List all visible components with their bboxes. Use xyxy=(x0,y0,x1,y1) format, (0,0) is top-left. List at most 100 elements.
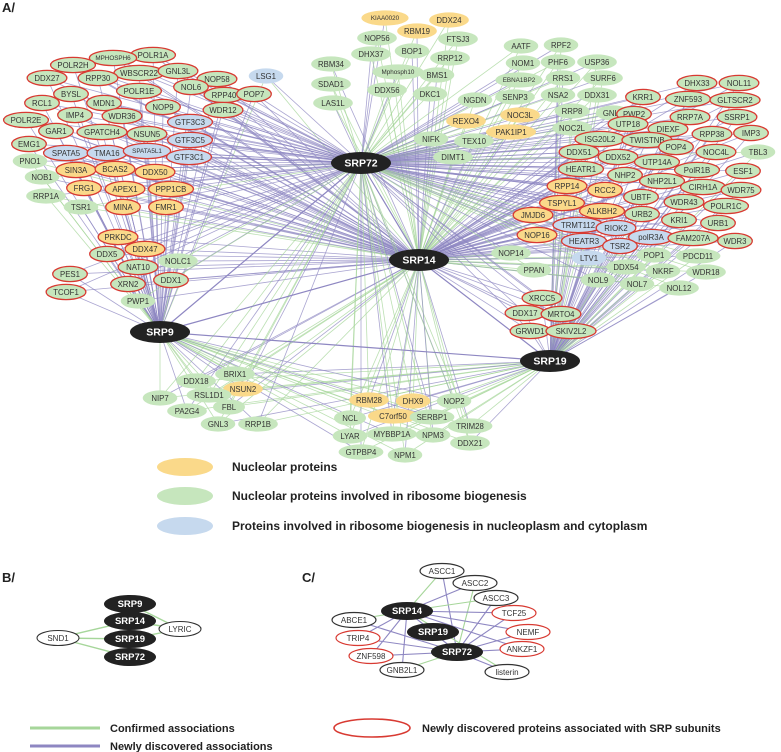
protein-node-prkdc[interactable]: PRKDC xyxy=(97,228,139,246)
protein-node-dhx33[interactable]: DHX33 xyxy=(676,74,718,92)
protein-node-polr1b[interactable]: PolR1B xyxy=(673,161,721,179)
protein-node-noc4l[interactable]: NOC4L xyxy=(695,143,737,161)
protein-node-znf593[interactable]: ZNF593 xyxy=(664,90,712,108)
protein-node-rpp38[interactable]: RPP38 xyxy=(691,125,733,143)
hub-node-srp14[interactable]: SRP14 xyxy=(104,612,156,630)
protein-node-rcc2[interactable]: RCC2 xyxy=(587,181,623,199)
protein-node-rbm28[interactable]: RBM28 xyxy=(349,392,389,408)
protein-node-ddx56[interactable]: DDX56 xyxy=(367,82,407,98)
hub-node-srp9[interactable]: SRP9 xyxy=(104,595,156,613)
protein-node-pop1[interactable]: POP1 xyxy=(636,247,672,263)
protein-node-krr1[interactable]: KRR1 xyxy=(625,88,661,106)
protein-node-wbscr22[interactable]: WBSCR22 xyxy=(113,64,165,82)
protein-node-tcof1[interactable]: TCOF1 xyxy=(45,283,87,301)
protein-node-rrp1b[interactable]: RRP1B xyxy=(238,416,278,432)
protein-node-ddx1[interactable]: DDX1 xyxy=(153,271,189,289)
protein-node-utp18[interactable]: UTP18 xyxy=(607,115,649,133)
protein-node-nip7[interactable]: NIP7 xyxy=(142,390,178,406)
protein-node-las1l[interactable]: LAS1L xyxy=(313,95,353,111)
protein-node-rpp30[interactable]: RPP30 xyxy=(77,69,119,87)
protein-node-tspyl1[interactable]: TSPYL1 xyxy=(538,194,586,212)
protein-node-nol6[interactable]: NOL6 xyxy=(173,78,209,96)
protein-node-gnl3[interactable]: GNL3 xyxy=(200,416,236,432)
protein-node-ddx27[interactable]: DDX27 xyxy=(26,69,68,87)
protein-node-emg1[interactable]: EMG1 xyxy=(11,135,47,153)
protein-node-nolc1[interactable]: NOLC1 xyxy=(158,253,198,269)
protein-node-sin3a[interactable]: SIN3A xyxy=(55,161,97,179)
protein-node-wdr3[interactable]: WDR3 xyxy=(717,232,753,250)
protein-node-tsr1[interactable]: TSR1 xyxy=(63,199,99,215)
protein-node-nop16[interactable]: NOP16 xyxy=(516,226,558,244)
protein-node-abce1[interactable]: ABCE1 xyxy=(331,611,377,629)
protein-node-trmt112[interactable]: TRMT112 xyxy=(552,216,604,234)
protein-node-bop1[interactable]: BOP1 xyxy=(394,43,430,59)
protein-node-nol7[interactable]: NOL7 xyxy=(619,276,655,292)
protein-node-brix1[interactable]: BRIX1 xyxy=(215,366,255,382)
protein-node-lyar[interactable]: LYAR xyxy=(332,428,368,444)
protein-node-heatr3[interactable]: HEATR3 xyxy=(560,232,608,250)
protein-node-imp4[interactable]: IMP4 xyxy=(57,106,93,124)
protein-node-utp14a[interactable]: UTP14A xyxy=(633,153,681,171)
protein-node-bcas2[interactable]: BCAS2 xyxy=(94,160,136,178)
protein-node-imp3[interactable]: IMP3 xyxy=(733,124,769,142)
protein-node-nol12[interactable]: NOL12 xyxy=(659,280,699,296)
protein-node-rcl1[interactable]: RCL1 xyxy=(24,94,60,112)
protein-node-mphosph6[interactable]: MPHOSPH6 xyxy=(88,49,138,67)
protein-node-surf6[interactable]: SURF6 xyxy=(583,70,623,86)
protein-node-ddx31[interactable]: DDX31 xyxy=(577,87,617,103)
protein-node-pwp1[interactable]: PWP1 xyxy=(120,293,156,309)
hub-node-srp19[interactable]: SRP19 xyxy=(104,630,156,648)
protein-node-ncl[interactable]: NCL xyxy=(334,410,366,426)
protein-node-spata5[interactable]: SPATA5 xyxy=(42,144,90,162)
protein-node-rbm34[interactable]: RBM34 xyxy=(311,56,351,72)
protein-node-nom1[interactable]: NOM1 xyxy=(505,55,541,71)
protein-node-ubtf[interactable]: UBTF xyxy=(623,188,659,206)
protein-node-isg20l2[interactable]: ISG20L2 xyxy=(574,130,626,148)
protein-node-ddx47[interactable]: DDX47 xyxy=(124,240,166,258)
protein-node-gnl3l[interactable]: GNL3L xyxy=(157,62,199,80)
protein-node-tma16[interactable]: TMA16 xyxy=(86,144,128,162)
protein-node-ppan[interactable]: PPAN xyxy=(516,262,552,278)
protein-node-riok2[interactable]: RIOK2 xyxy=(595,219,637,237)
protein-node-fbl[interactable]: FBL xyxy=(213,399,245,415)
protein-node-ascc1[interactable]: ASCC1 xyxy=(419,562,465,580)
protein-node-pop7[interactable]: POP7 xyxy=(236,85,272,103)
protein-node-nop56[interactable]: NOP56 xyxy=(357,30,397,46)
protein-node-rexo4[interactable]: REXO4 xyxy=(446,113,486,129)
protein-node-mina[interactable]: MINA xyxy=(105,198,141,216)
protein-node-gtf3c3[interactable]: GTF3C3 xyxy=(166,113,214,131)
protein-node-serbp1[interactable]: SERBP1 xyxy=(409,409,455,425)
protein-node-listerin[interactable]: listerin xyxy=(484,663,530,681)
protein-node-gar1[interactable]: GAR1 xyxy=(38,122,74,140)
protein-node-nemf[interactable]: NEMF xyxy=(505,623,551,641)
protein-node-rrs1[interactable]: RRS1 xyxy=(545,70,581,86)
protein-node-nob1[interactable]: NOB1 xyxy=(24,169,60,185)
protein-node-dhx9[interactable]: DHX9 xyxy=(395,393,431,409)
protein-node-mybbp1a[interactable]: MYBBP1A xyxy=(366,426,418,442)
protein-node-ddx52[interactable]: DDX52 xyxy=(597,148,639,166)
protein-node-ddx24[interactable]: DDX24 xyxy=(429,12,469,28)
protein-node-gtf3c5[interactable]: GTF3C5 xyxy=(166,131,214,149)
protein-node-tex10[interactable]: TEX10 xyxy=(454,133,494,149)
protein-node-gtpbp4[interactable]: GTPBP4 xyxy=(338,444,384,460)
protein-node-ssrp1[interactable]: SSRP1 xyxy=(716,108,758,126)
protein-node-mrto4[interactable]: MRTO4 xyxy=(540,305,582,323)
protein-node-ltv1[interactable]: LTV1 xyxy=(571,250,607,266)
protein-node-nol11[interactable]: NOL11 xyxy=(718,74,760,92)
protein-node-skiv2l2[interactable]: SKIV2L2 xyxy=(545,322,597,340)
protein-node-fam207a[interactable]: FAM207A xyxy=(667,229,719,247)
protein-node-gltscr2[interactable]: GLTSCR2 xyxy=(709,91,761,109)
protein-node-ngdn[interactable]: NGDN xyxy=(457,92,493,108)
protein-node-lsg1[interactable]: LSG1 xyxy=(248,68,284,84)
protein-node-pes1[interactable]: PES1 xyxy=(52,265,88,283)
protein-node-wdr75[interactable]: WDR75 xyxy=(720,181,762,199)
protein-node-ddx5[interactable]: DDX5 xyxy=(89,245,125,263)
protein-node-tbl3[interactable]: TBL3 xyxy=(740,144,776,160)
protein-node-polr2e[interactable]: POLR2E xyxy=(2,111,50,129)
protein-node-bysl[interactable]: BYSL xyxy=(53,85,89,103)
protein-node-mdn1[interactable]: MDN1 xyxy=(86,94,122,112)
protein-node-nhp2l1[interactable]: NHP2L1 xyxy=(638,172,686,190)
protein-node-usp36[interactable]: USP36 xyxy=(577,54,617,70)
protein-node-tsr2[interactable]: TSR2 xyxy=(602,237,638,255)
protein-node-sdad1[interactable]: SDAD1 xyxy=(311,76,351,92)
